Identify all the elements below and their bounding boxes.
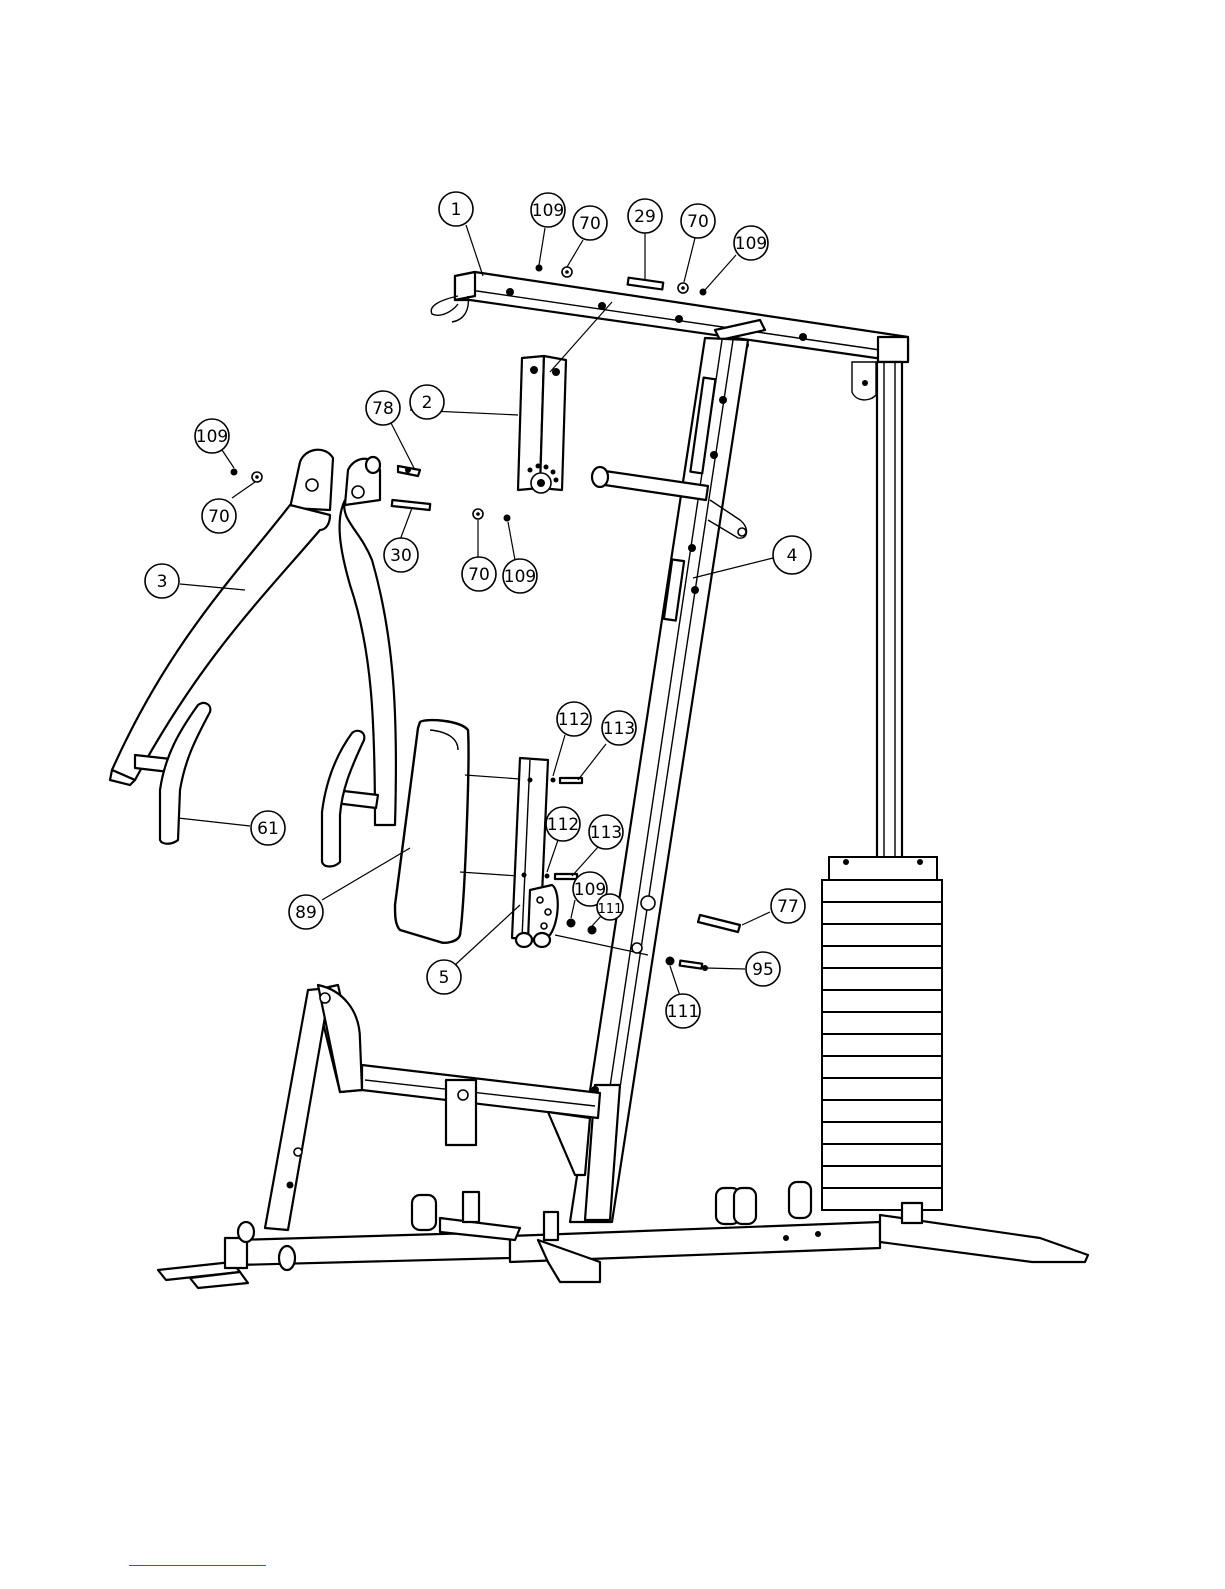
base-frame xyxy=(158,1182,1088,1288)
top-beam xyxy=(431,272,908,362)
callout-109-label: 109 xyxy=(532,201,564,221)
callout-112-label: 112 xyxy=(558,710,590,730)
callout-112: 112 xyxy=(557,702,591,736)
leg-lever xyxy=(265,985,600,1230)
callout-30: 30 xyxy=(384,538,418,572)
callout-95: 95 xyxy=(746,952,780,986)
pivot-bracket xyxy=(518,356,566,493)
callout-3-label: 3 xyxy=(157,572,168,592)
callout-109-label: 109 xyxy=(196,427,228,447)
weight-stack xyxy=(822,857,942,1210)
callout-109-label: 109 xyxy=(735,234,767,254)
callout-109-label: 109 xyxy=(504,567,536,587)
callout-112: 112 xyxy=(546,807,580,841)
callout-70: 70 xyxy=(462,557,496,591)
callout-109: 109 xyxy=(195,419,229,453)
callout-29: 29 xyxy=(628,199,662,233)
footer-rule xyxy=(129,1565,266,1566)
callout-95-label: 95 xyxy=(752,960,774,980)
callout-111-label: 111 xyxy=(598,902,623,917)
callout-78-label: 78 xyxy=(372,399,394,419)
callout-70: 70 xyxy=(573,206,607,240)
callout-89: 89 xyxy=(289,895,323,929)
callout-109: 109 xyxy=(734,226,768,260)
callout-61-label: 61 xyxy=(257,819,279,839)
callout-1: 1 xyxy=(439,192,473,226)
callout-5-label: 5 xyxy=(439,968,450,988)
callout-111: 111 xyxy=(666,994,700,1028)
callout-112-label: 112 xyxy=(547,815,579,835)
weight-stack-post xyxy=(852,362,902,862)
callout-109: 109 xyxy=(503,559,537,593)
callout-113-label: 113 xyxy=(590,823,622,843)
callout-61: 61 xyxy=(251,811,285,845)
callout-113: 113 xyxy=(602,711,636,745)
callout-77-label: 77 xyxy=(777,897,799,917)
seat-pad xyxy=(395,720,520,943)
callout-2: 2 xyxy=(410,385,444,419)
callout-78: 78 xyxy=(366,391,400,425)
callout-89-label: 89 xyxy=(295,903,317,923)
callout-70-label: 70 xyxy=(468,565,490,585)
seat-post xyxy=(512,758,558,947)
callout-113-label: 113 xyxy=(603,719,635,739)
callout-30-label: 30 xyxy=(390,546,412,566)
callout-2-label: 2 xyxy=(422,393,433,413)
callout-4-label: 4 xyxy=(787,546,798,566)
callout-111-label: 111 xyxy=(667,1002,699,1022)
callout-4: 4 xyxy=(773,536,811,574)
callout-70: 70 xyxy=(681,204,715,238)
callout-109: 109 xyxy=(531,193,565,227)
callout-77: 77 xyxy=(771,889,805,923)
press-arm-assembly xyxy=(110,450,396,825)
gym-frame xyxy=(158,272,1088,1288)
callout-70: 70 xyxy=(202,499,236,533)
callout-113: 113 xyxy=(589,815,623,849)
callout-111: 111 xyxy=(597,894,623,920)
callout-1-label: 1 xyxy=(451,200,462,220)
callout-70-label: 70 xyxy=(208,507,230,527)
callout-29-label: 29 xyxy=(634,207,656,227)
callout-5: 5 xyxy=(427,960,461,994)
callout-3: 3 xyxy=(145,564,179,598)
callout-70-label: 70 xyxy=(687,212,709,232)
callout-70-label: 70 xyxy=(579,214,601,234)
